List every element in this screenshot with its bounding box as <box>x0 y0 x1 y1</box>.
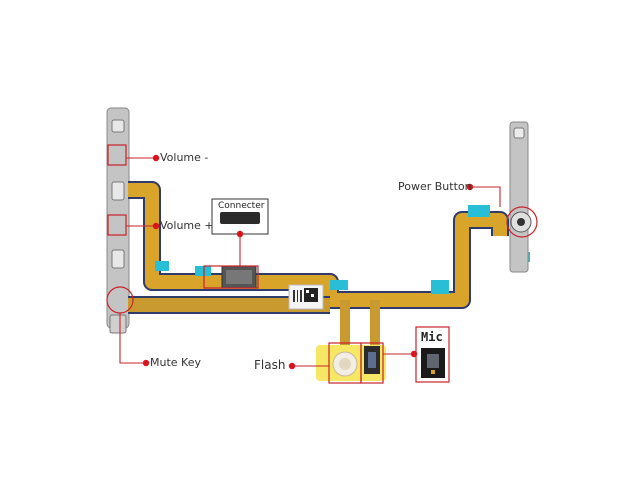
connecter-chip <box>220 212 260 224</box>
connector-highlight <box>203 265 259 289</box>
mic-module <box>421 348 445 378</box>
flex-cable <box>128 181 509 345</box>
flash-component <box>316 345 386 381</box>
right-metal-bracket <box>509 121 532 273</box>
volume-down-label: Volume - <box>160 151 209 164</box>
left-metal-bracket <box>106 107 130 334</box>
volume-up-highlight <box>107 214 127 236</box>
volume-up-label: Volume + <box>160 219 214 232</box>
barcode-sticker <box>288 284 324 310</box>
volume-down-highlight <box>107 144 127 166</box>
flash-label: Flash <box>254 358 286 372</box>
leader-lines <box>119 157 501 367</box>
power-button-label: Power Button <box>398 180 472 193</box>
marker-dots <box>142 154 474 370</box>
connector-block <box>221 265 257 289</box>
connecter-label: Connecter <box>218 201 265 211</box>
flash-right-highlight <box>360 342 384 384</box>
mute-key-label: Mute Key <box>150 356 201 369</box>
mic-label: Mic <box>421 330 443 344</box>
power-button-highlight <box>506 206 538 238</box>
